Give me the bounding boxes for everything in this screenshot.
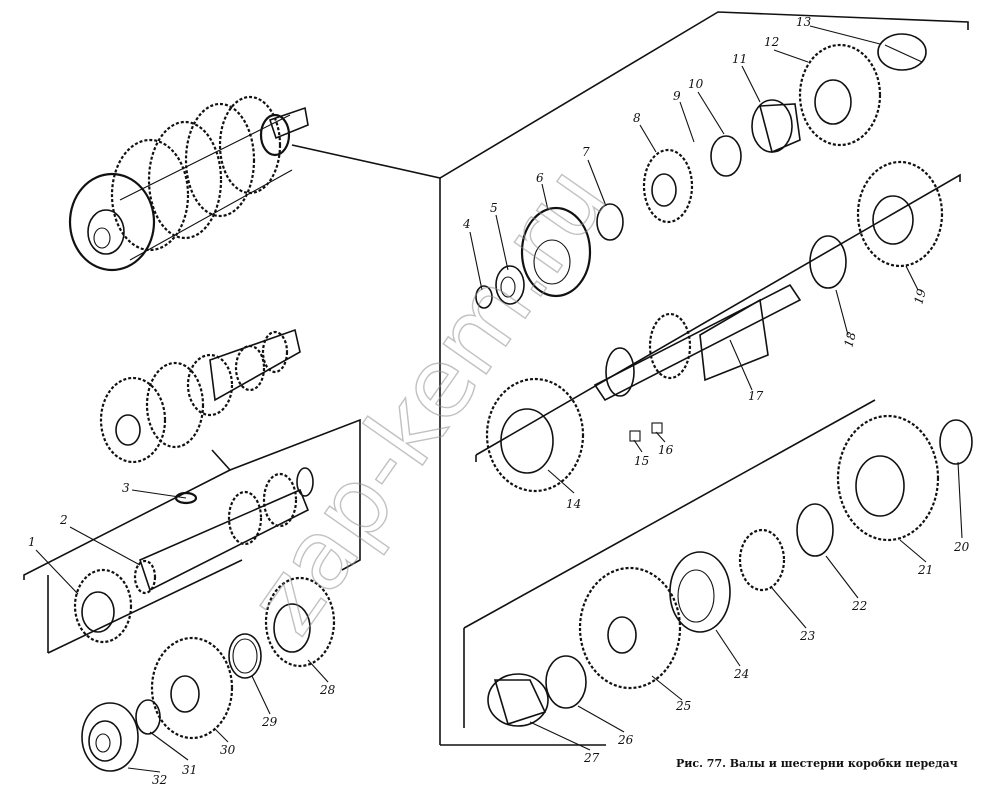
parts-28-32 (81, 576, 336, 772)
part-label-8: 8 (633, 111, 641, 125)
gear-part-1 (73, 568, 133, 644)
figure-caption: Рис. 77. Валы и шестерни коробки передач (676, 757, 958, 770)
part-label-15: 15 (634, 454, 649, 468)
mainshaft-part-17 (485, 160, 944, 493)
part-label-11: 11 (732, 52, 747, 66)
parts-4-13 (475, 33, 927, 309)
shaft-part-2 (133, 467, 314, 595)
part-label-19: 19 (911, 287, 929, 306)
part-label-28: 28 (319, 683, 336, 697)
part-label-1: 1 (28, 535, 36, 549)
leader-lines (35, 25, 963, 773)
part-label-16: 16 (658, 443, 674, 457)
part-label-10: 10 (688, 77, 704, 91)
part-label-13: 13 (796, 15, 812, 29)
part-label-14: 14 (566, 497, 581, 511)
part-label-25: 25 (675, 699, 691, 713)
part-label-20: 20 (953, 540, 970, 554)
part-label-2: 2 (59, 513, 68, 527)
part-label-24: 24 (733, 667, 749, 681)
part-label-26: 26 (617, 733, 634, 747)
part-labels: 1 2 3 4 5 6 7 8 9 10 11 12 13 14 15 16 1… (28, 15, 970, 787)
countershaft-assembly (99, 328, 301, 464)
part-label-32: 32 (152, 773, 167, 787)
part-label-7: 7 (582, 145, 590, 159)
group-brackets (23, 11, 969, 746)
part-label-18: 18 (841, 330, 859, 349)
part-label-12: 12 (764, 35, 779, 49)
parts-20-27 (487, 414, 973, 727)
part-label-4: 4 (462, 217, 471, 231)
watermark-text: zap-kem.ru (227, 146, 629, 653)
part-label-30: 30 (220, 743, 236, 757)
part-label-9: 9 (673, 89, 681, 103)
part-label-31: 31 (182, 763, 197, 777)
part-label-17: 17 (748, 389, 764, 403)
part-label-23: 23 (799, 629, 816, 643)
part-label-5: 5 (490, 201, 498, 215)
assembled-shaft-cluster (68, 95, 309, 272)
part-label-22: 22 (851, 599, 867, 613)
part-label-3: 3 (122, 481, 130, 495)
part-label-6: 6 (536, 171, 544, 185)
part-label-27: 27 (583, 751, 600, 765)
part-label-21: 21 (917, 563, 933, 577)
part-label-29: 29 (261, 715, 278, 729)
